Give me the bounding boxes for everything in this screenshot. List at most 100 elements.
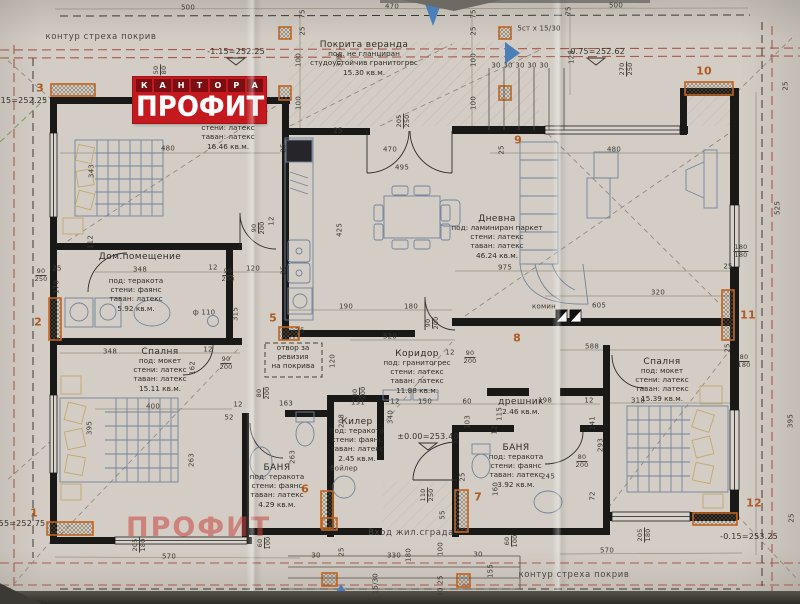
dimension-label: 25 [279,143,288,153]
dimension-label: 103 [463,415,472,429]
elev-label: -0.75=252.62 [567,47,625,56]
stairs [288,68,565,590]
dimension-label: ф 110 [192,308,216,317]
dimension-label: 25 [333,126,343,135]
axis-marker-8: 8 [513,331,521,345]
dimension-label: 155 [486,564,495,578]
dimension-label: 75 [469,9,478,19]
dimension-label: 245 [541,472,555,481]
dimension-label: 100 [469,53,478,67]
dimension-label: 5ст х 15/30 [517,24,561,33]
dimension-label: 12 [445,348,455,357]
elev-label: ±0.00=253.40 [397,432,459,441]
dimension-label: 525 [773,201,782,215]
agency-logo-letter: А [246,79,263,92]
dimension-label: 100 [469,96,478,110]
dimension-label: 198 [538,396,552,405]
dimension-label: 425 [335,223,344,237]
dimension-label: 470 [385,2,399,11]
dimension-label: 30 [515,61,525,70]
axis-marker-9: 9 [514,133,522,147]
dimension-label: 500 [609,1,623,10]
furniture [59,137,729,514]
diagonal-guides [0,34,799,601]
note-label: Вход жил.сграда [368,527,454,538]
dimension-label: 348 [133,265,147,274]
dimension-label: 340 [386,410,395,424]
elev-label: -1.15=252.25 [207,47,265,56]
dimension-label: 150 [418,397,432,406]
dimension-label: 315 [231,307,240,321]
dimension-label: 72 [588,491,597,501]
dimension-label: 52 [224,413,234,422]
dimension-label: 180 [404,302,418,311]
roof-hatch-box [264,342,323,378]
dimension-label: 975 [498,263,512,272]
dimension-label: 100 [294,96,303,110]
dimension-label: 348 [103,347,117,356]
dimension-label: 60 [462,397,472,406]
dimension-label: 162 [188,361,197,375]
dimension-label: 395 [786,414,795,428]
dimension-label: 605 [592,301,606,310]
roof-contour-lines [0,14,800,592]
dimension-label: 330 [387,551,401,560]
dimension-label: 25 [723,343,732,353]
axis-marker-1: 1 [30,506,38,520]
dimension-label: 170 [52,280,61,294]
dimension-label: 500 [181,3,195,12]
dimension-label: 263 [288,450,297,464]
dimension-label: х 15/30 [371,573,380,601]
dimension-label: 480 [607,145,621,154]
dimension-label: 30 [503,61,513,70]
dimension-label: 12 [203,345,213,354]
dimension-lines [54,7,757,559]
dimension-label: 180 [404,548,413,562]
dimension-label: 395 [85,421,94,435]
room-label-dom-pomeshtenie-title: Дом.помещение [98,252,182,262]
elevation-markers [225,57,607,451]
dimension-label: 30 [473,550,483,559]
dimension-label: 25 [469,26,478,36]
dimension-label: 30 [539,61,549,70]
dimension-label: 190 [339,302,353,311]
dimension-label: 570 [162,552,176,561]
elev-label: 15=252.25 [0,96,48,105]
axis-marker-5: 5 [269,311,277,325]
axis-marker-6: 6 [301,482,309,496]
dimension-label: 12 [490,425,499,435]
dimension-label: 25 [337,547,346,557]
dimension-label: 12 [233,400,243,409]
dimension-label: 25 [52,264,62,273]
dimension-label: 120 [328,354,337,368]
elev-label: 55=252.75 [0,519,46,528]
dimension-label: 12 [390,397,400,406]
dimension-label: 25 [298,26,307,36]
dimension-label: 30 [527,61,537,70]
chimney-symbol [555,309,582,324]
agency-logo-letter: Р [228,79,245,92]
